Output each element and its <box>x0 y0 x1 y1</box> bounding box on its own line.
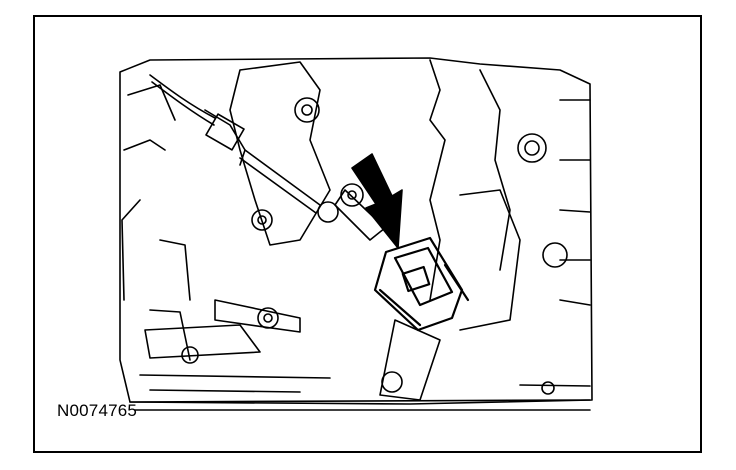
transmission-case <box>119 57 593 405</box>
electrical-connector <box>373 236 470 332</box>
lower-linkage <box>139 299 331 393</box>
callout-arrow <box>351 153 403 249</box>
figure-id-label: N0074765 <box>57 401 138 420</box>
shift-bracket <box>204 61 331 246</box>
oil-pan <box>129 381 591 411</box>
shift-cable <box>149 74 339 223</box>
